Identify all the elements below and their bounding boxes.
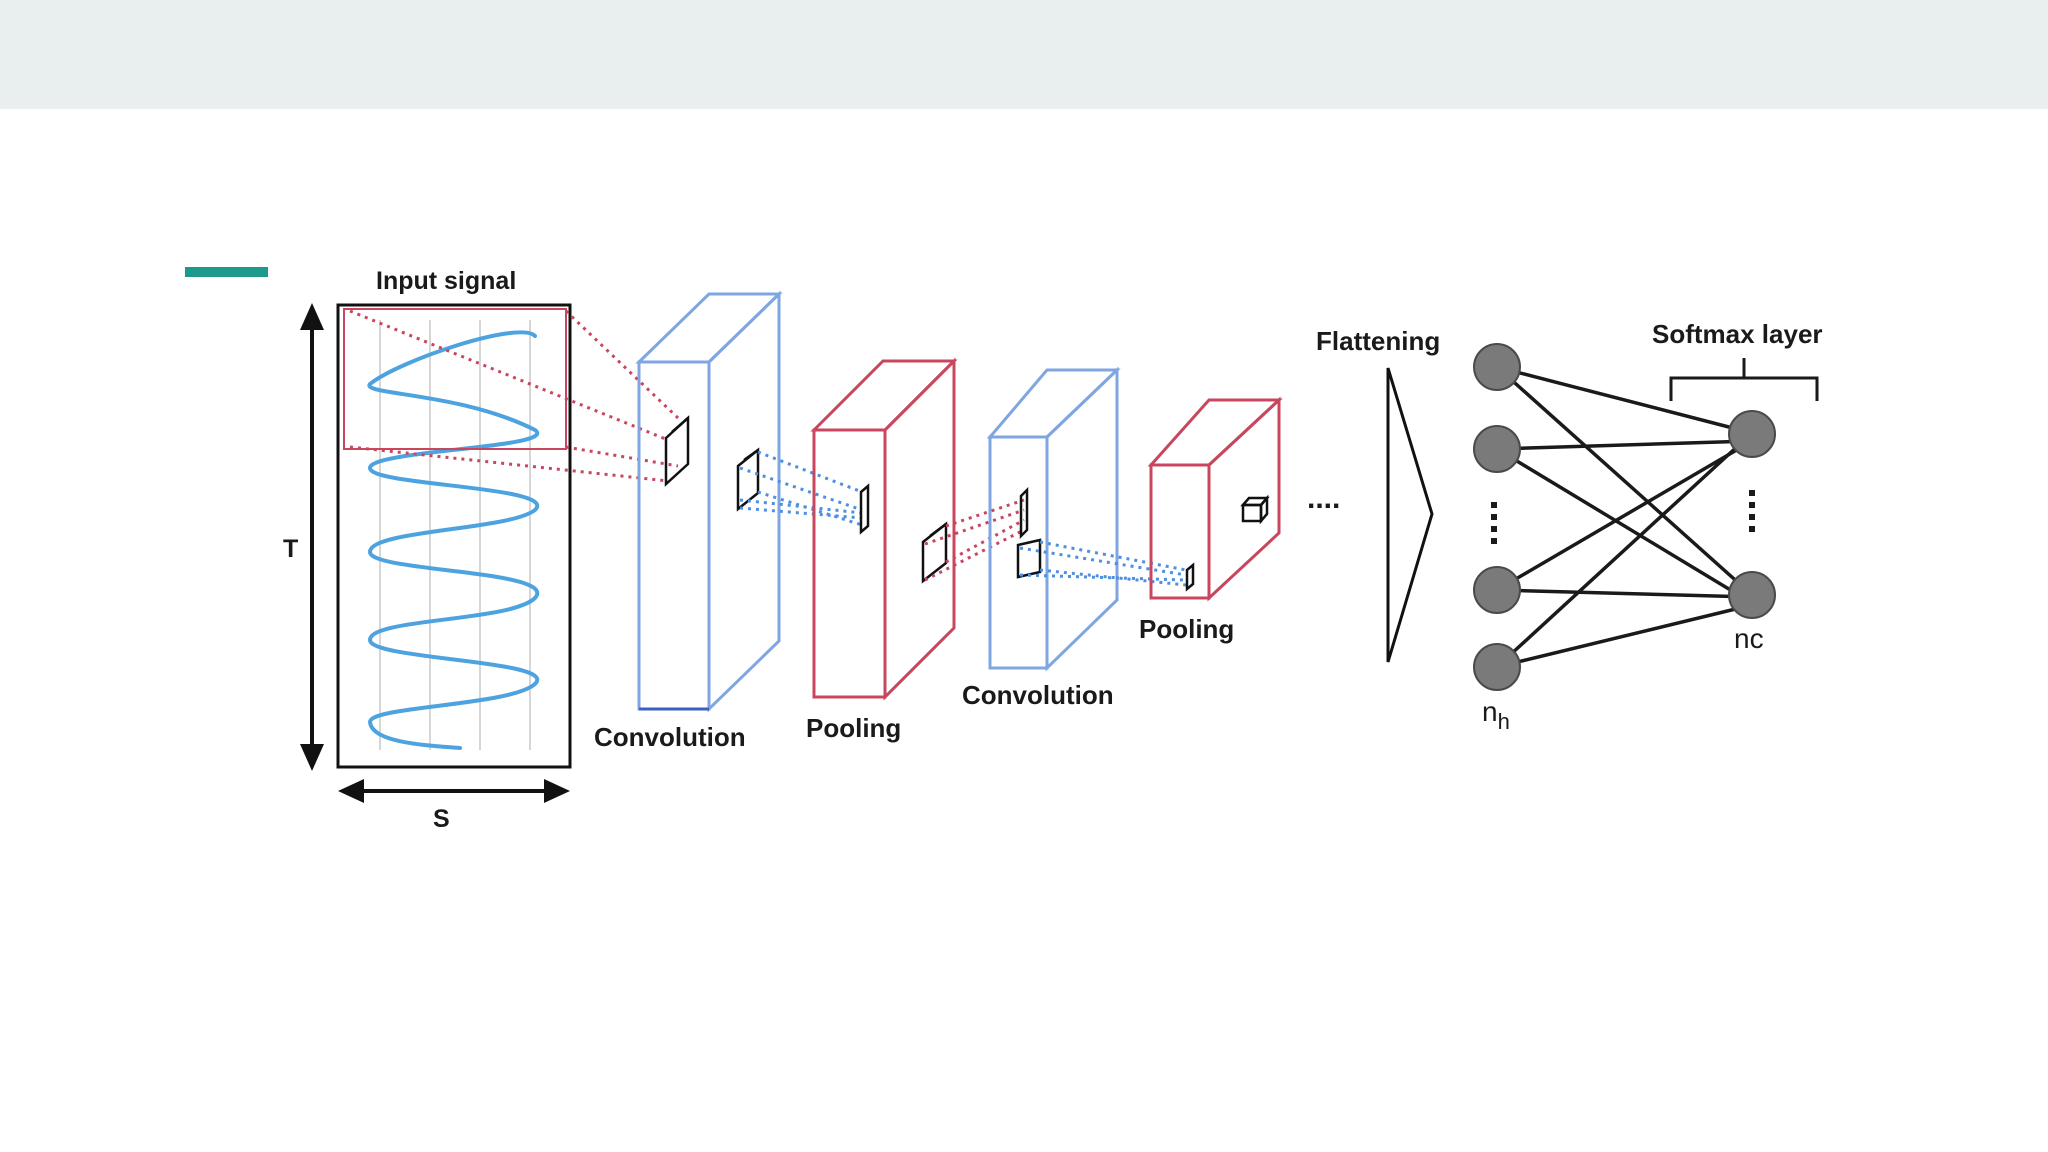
- output-layer-ellipsis: [1749, 490, 1755, 532]
- input-signal-label: Input signal: [376, 267, 516, 295]
- conv-block-1: [635, 290, 783, 713]
- axis-s-label: S: [433, 805, 450, 833]
- output-node: [1728, 571, 1776, 619]
- hidden-node: [1473, 343, 1521, 391]
- projection-conv2-to-pool2: [1019, 540, 1187, 587]
- pool2-output-cube: [1240, 494, 1270, 525]
- softmax-bracket: [1669, 358, 1819, 401]
- header-bar: [0, 0, 2048, 109]
- pooling-1-label: Pooling: [806, 713, 901, 743]
- convolution-2-label: Convolution: [962, 680, 1114, 710]
- axis-t-arrow: [300, 303, 324, 771]
- conv-block-2: [986, 366, 1121, 672]
- input-waveform: [367, 330, 540, 750]
- pool-block-2: [1147, 396, 1283, 602]
- dense-connections: [1495, 365, 1754, 669]
- pool1-output-patch: [921, 521, 948, 584]
- convolution-1-label: Convolution: [594, 722, 746, 752]
- flattening-shape: [1386, 367, 1434, 663]
- layers-ellipsis: ....: [1307, 482, 1340, 515]
- conv2-output-patch: [1016, 538, 1042, 579]
- pool-block-1: [810, 357, 958, 701]
- hidden-node: [1473, 643, 1521, 691]
- conv1-kernel: [664, 415, 690, 487]
- input-signal-block: Input signal T S: [283, 267, 572, 833]
- pool2-kernel: [1185, 562, 1195, 592]
- pooling-2-label: Pooling: [1139, 614, 1234, 644]
- conv2-kernel: [1019, 486, 1029, 540]
- projection-pool1-to-conv2: [924, 498, 1025, 582]
- hidden-layer-nodes: [1473, 343, 1521, 691]
- axis-s-arrow: [338, 779, 570, 803]
- hidden-node: [1473, 425, 1521, 473]
- output-node: [1728, 410, 1776, 458]
- hidden-layer-ellipsis: [1491, 502, 1497, 544]
- input-receptive-field: [343, 308, 567, 450]
- accent-rule: [185, 267, 268, 277]
- nc-label: nc: [1734, 623, 1764, 654]
- nh-label: nh: [1482, 696, 1510, 734]
- projection-conv1-to-pool1: [739, 450, 863, 527]
- hidden-node: [1473, 566, 1521, 614]
- output-layer-nodes: [1728, 410, 1776, 619]
- flattening-label: Flattening: [1316, 326, 1440, 356]
- input-signal-frame: [336, 303, 572, 769]
- projection-input-to-conv1: [349, 309, 680, 483]
- softmax-layer-label: Softmax layer: [1652, 319, 1823, 349]
- pool1-kernel: [859, 483, 870, 535]
- axis-t-label: T: [283, 535, 298, 563]
